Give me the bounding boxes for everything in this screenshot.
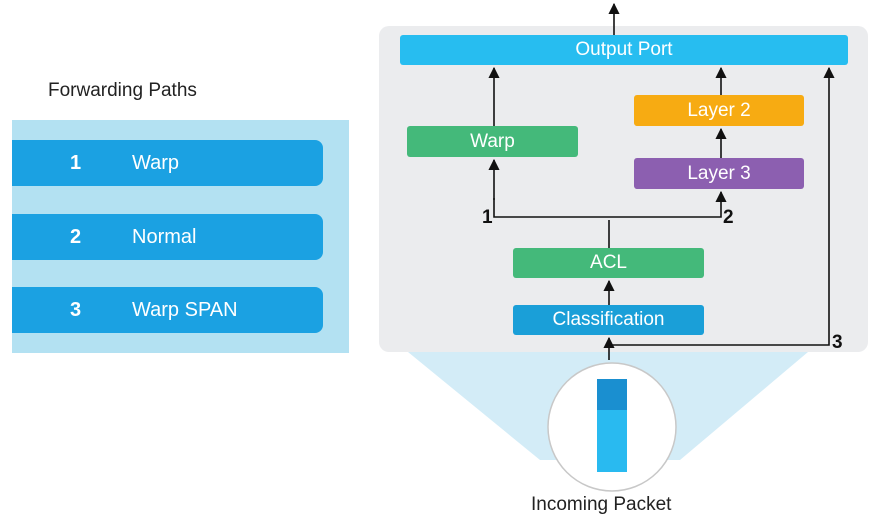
output-port-block: Output Port [400, 35, 848, 65]
legend-row-warp-span: 3 Warp SPAN [12, 287, 323, 333]
legend-row-label: Normal [132, 226, 197, 248]
layer3-block: Layer 3 [634, 158, 804, 189]
legend-row-normal: 2 Normal [12, 214, 323, 260]
incoming-packet-caption: Incoming Packet [531, 494, 672, 515]
legend-row-label: Warp SPAN [132, 299, 238, 321]
pipeline-panel [379, 26, 868, 352]
legend-title: Forwarding Paths [48, 80, 197, 101]
legend-row-number: 1 [70, 152, 82, 174]
layer2-block: Layer 2 [634, 95, 804, 126]
warp-block: Warp [407, 126, 578, 157]
legend-row-number: 2 [70, 226, 82, 248]
path-label-3: 3 [832, 332, 843, 353]
legend-row-label: Warp [132, 152, 180, 174]
span-path [609, 66, 835, 346]
legend-row-warp: 1 Warp [12, 140, 323, 186]
branch-connector [493, 198, 722, 218]
path-label-2: 2 [723, 207, 734, 228]
legend-row-number: 3 [70, 299, 82, 321]
path-label-1: 1 [482, 207, 493, 228]
classification-block: Classification [513, 305, 704, 335]
acl-block: ACL [513, 248, 704, 278]
